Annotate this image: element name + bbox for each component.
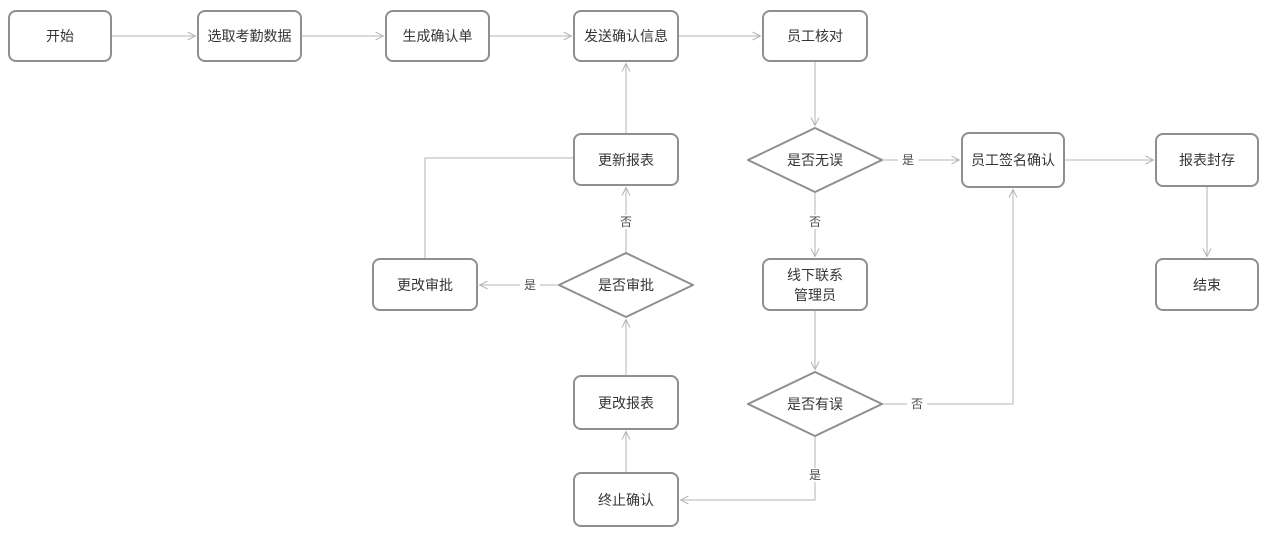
edge-label-iscorrect-yes: 是 [897,153,919,167]
node-contact-admin-offline[interactable]: 线下联系 管理员 [762,258,868,311]
node-is-approved[interactable]: 是否审批 [558,252,694,318]
node-start-label: 开始 [46,28,74,44]
node-has-error[interactable]: 是否有误 [747,371,883,437]
edge-label-haserror-no: 否 [906,397,928,411]
node-report-archive[interactable]: 报表封存 [1155,133,1259,187]
edge-label-iscorrect-no: 否 [804,215,826,229]
diamond-shape [747,371,883,437]
node-end-label: 结束 [1193,276,1221,293]
edge-label-haserror-yes: 是 [804,468,826,482]
node-start[interactable]: 开始 [8,10,112,62]
node-change-approval-label: 更改审批 [397,276,453,293]
edge-label-isapproved-no: 否 [615,215,637,229]
node-is-correct-label: 是否无误 [787,152,843,168]
node-change-approval[interactable]: 更改审批 [372,258,478,311]
node-has-error-label: 是否有误 [787,396,843,412]
node-select-attendance-data-label: 选取考勤数据 [207,28,292,44]
node-report-archive-label: 报表封存 [1179,152,1235,168]
node-end[interactable]: 结束 [1155,258,1259,311]
node-generate-confirmation-label: 生成确认单 [402,28,473,44]
node-employee-sign-confirm-label: 员工签名确认 [971,152,1055,168]
node-send-confirmation-label: 发送确认信息 [584,28,668,44]
node-change-report-label: 更改报表 [598,394,654,411]
node-send-confirmation[interactable]: 发送确认信息 [573,10,679,62]
node-terminate-confirm-label: 终止确认 [598,491,654,508]
node-update-report-label: 更新报表 [598,151,654,168]
node-is-correct[interactable]: 是否无误 [747,127,883,193]
node-terminate-confirm[interactable]: 终止确认 [573,472,679,527]
node-employee-check[interactable]: 员工核对 [762,10,868,62]
node-contact-admin-offline-label-line1: 线下联系 [787,266,843,283]
node-employee-check-label: 员工核对 [787,28,843,44]
node-is-approved-label: 是否审批 [598,277,654,293]
node-contact-admin-offline-label-line2: 管理员 [794,286,836,303]
edge-haserror-no-to-sign [883,190,1013,405]
node-generate-confirmation[interactable]: 生成确认单 [385,10,490,62]
edge-label-isapproved-yes: 是 [519,278,541,292]
edge-haserror-yes-to-terminate [681,437,816,500]
node-employee-sign-confirm[interactable]: 员工签名确认 [961,132,1065,188]
node-update-report[interactable]: 更新报表 [573,133,679,186]
edge-changeapproval-to-updatereport [424,157,573,258]
diamond-shape [558,252,694,318]
diamond-shape [747,127,883,193]
node-select-attendance-data[interactable]: 选取考勤数据 [197,10,302,62]
node-change-report[interactable]: 更改报表 [573,375,679,430]
